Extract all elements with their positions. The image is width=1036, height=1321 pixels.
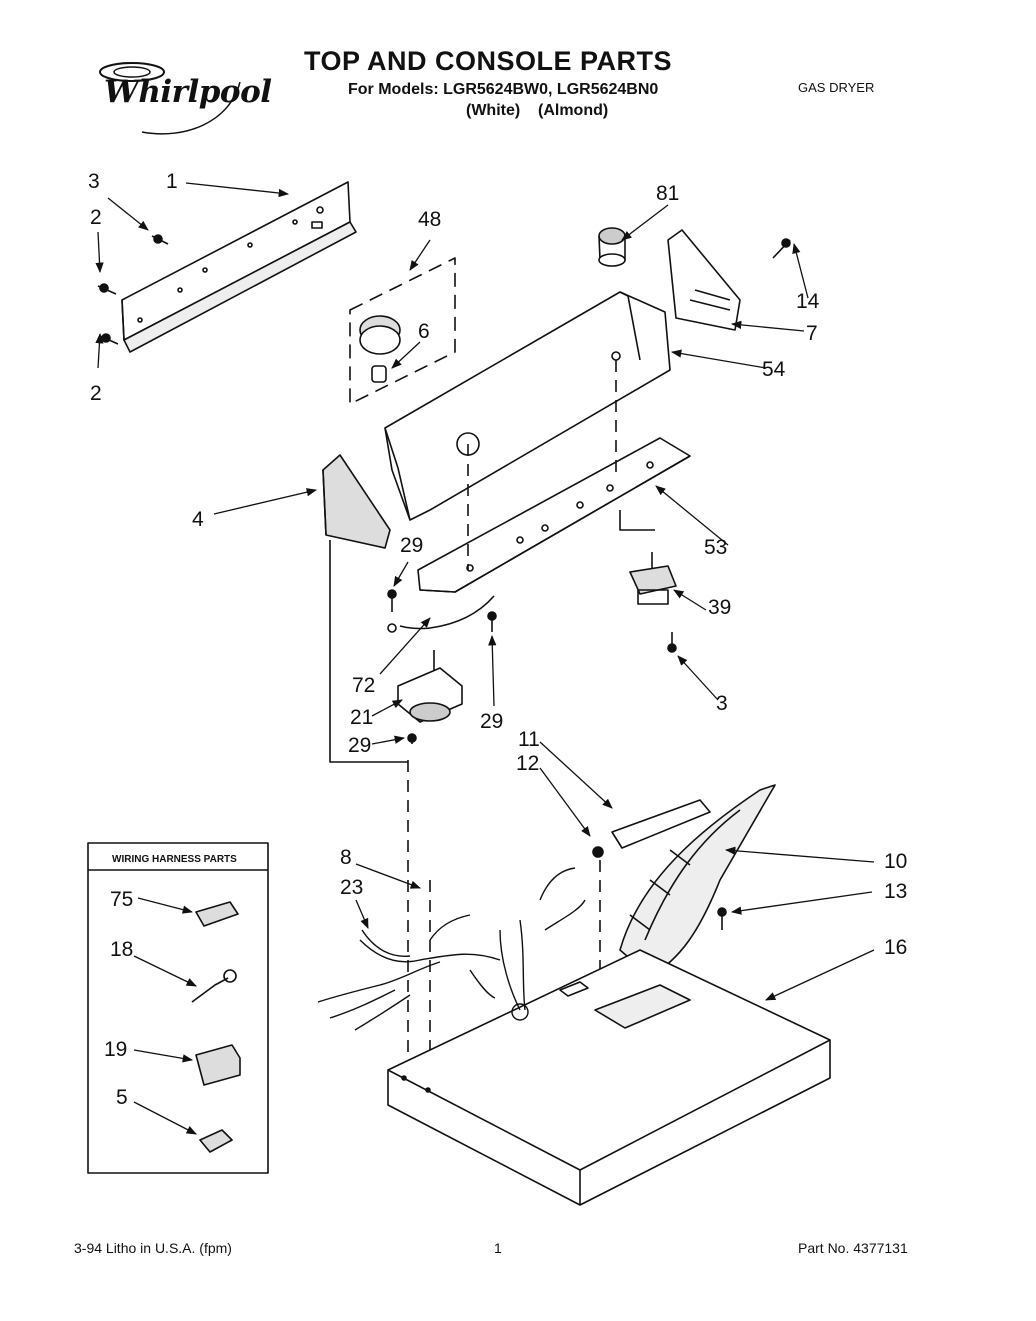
console-base [417,437,691,593]
left-end-cap [322,454,391,549]
callout-21: 21 [350,706,374,729]
connector-75 [195,901,239,927]
callout-2: 2 [90,382,102,405]
screw-12 [592,846,604,858]
footer-page-number: 1 [494,1240,502,1256]
cover [611,799,711,849]
top-panel [387,949,831,1206]
callout-arrows [95,182,875,1135]
callout-19: 19 [104,1038,128,1061]
connector-5 [199,1129,233,1153]
timer-motor [397,650,463,723]
logo-swirl-icon [99,62,241,135]
screw-29-c [407,733,417,744]
screw-29-a [387,589,397,612]
models-line: For Models: LGR5624BW0, LGR5624BN0 [348,81,659,98]
callout-72: 72 [352,674,376,697]
screw-2-lower [99,333,119,345]
callout-3: 3 [716,692,728,715]
footer-part-number: Part No. 4377131 [798,1240,908,1256]
connector-19 [195,1044,241,1086]
callout-2: 2 [90,206,102,229]
callout-11: 11 [518,728,540,751]
callout-12: 12 [516,752,540,775]
terminal-18 [191,969,237,1003]
callout-3: 3 [88,170,100,193]
callout-39: 39 [708,596,732,619]
knob [598,227,626,267]
callout-5: 5 [116,1086,128,1109]
callout-29: 29 [480,710,504,733]
page-title: TOP AND CONSOLE PARTS [304,46,673,76]
screw-2-upper [97,283,117,295]
screw-29-b [487,611,497,632]
callout-29: 29 [348,734,372,757]
switch [629,552,677,605]
screw-14 [772,238,791,259]
whirlpool-logo: Whirlpool [90,52,272,142]
brand-wordmark: Whirlpool [104,74,272,110]
harness-inset-box [87,842,269,1174]
harness-inset-title: WIRING HARNESS PARTS [112,854,237,865]
screw-3-top-left [151,234,169,245]
screw-13 [717,907,727,930]
callout-81: 81 [656,182,680,205]
callout-10: 10 [884,850,908,873]
callout-29: 29 [400,534,424,557]
callout-18: 18 [110,938,134,961]
callout-48: 48 [418,208,442,231]
footer-litho: 3-94 Litho in U.S.A. (fpm) [74,1240,232,1256]
wiring-harness [317,867,586,1031]
right-end-cap [667,229,741,331]
callout-23: 23 [340,876,364,899]
callout-7: 7 [806,322,818,345]
wire-72 [387,595,495,633]
callout-6: 6 [418,320,430,343]
screw-3-right [667,632,677,653]
timer-assembly [349,257,456,405]
callout-13: 13 [884,880,908,903]
heater-housing [619,784,776,977]
callout-8: 8 [340,846,352,869]
callout-1: 1 [166,170,178,193]
colors-line: (White) (Almond) [466,102,609,119]
callout-54: 54 [762,358,786,381]
callout-4: 4 [192,508,204,531]
wiring-path-outline [329,510,655,763]
callout-53: 53 [704,536,728,559]
product-type: GAS DRYER [798,80,875,95]
callout-75: 75 [110,888,134,911]
callout-16: 16 [884,936,908,959]
callout-14: 14 [796,290,820,313]
rear-panel-bracket [121,181,357,353]
